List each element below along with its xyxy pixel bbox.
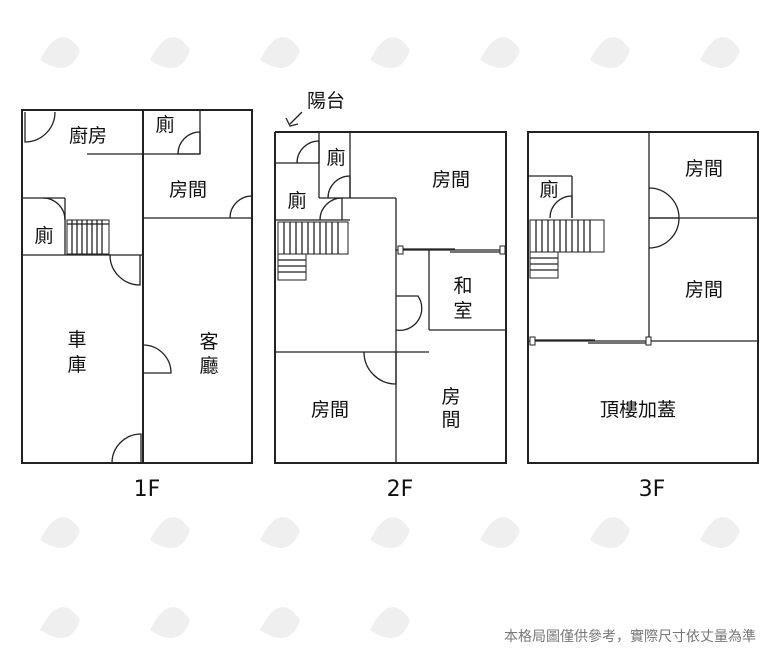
plan-3f: 廁 房間 房間 頂樓加蓋 3F bbox=[527, 131, 759, 502]
room-label-living-2: 廳 bbox=[199, 355, 218, 377]
stairs-1f bbox=[66, 219, 110, 255]
room-label-wc: 廁 bbox=[539, 178, 558, 201]
balcony-arrow-icon bbox=[285, 111, 303, 127]
floor-label-2f: 2F bbox=[387, 477, 414, 502]
room-label-wc-top: 廁 bbox=[155, 113, 174, 136]
room-label-rooftop: 頂樓加蓋 bbox=[600, 399, 676, 421]
room-label-washitsu-1: 和 bbox=[453, 275, 472, 297]
room-label-bedroom: 房間 bbox=[169, 179, 207, 201]
sliding-doors-2f bbox=[397, 245, 506, 255]
room-label-wc-b: 廁 bbox=[287, 189, 306, 212]
room-label-garage-1: 車 bbox=[67, 329, 86, 351]
disclaimer-text: 本格局圖僅供參考，實際尺寸依丈量為準 bbox=[504, 629, 756, 645]
room-label-living-1: 客 bbox=[199, 331, 218, 353]
room-label-garage-2: 庫 bbox=[67, 354, 86, 376]
doors-1f bbox=[24, 111, 253, 464]
room-label-wc-a: 廁 bbox=[326, 146, 345, 169]
stairs-3f bbox=[529, 219, 605, 279]
watermark-pattern bbox=[40, 37, 740, 638]
floor-label-1f: 1F bbox=[134, 477, 161, 502]
plan-2f: 陽台 廁 廁 房間 和 室 房間 房 間 2F bbox=[274, 90, 507, 502]
sliding-doors-3f bbox=[529, 336, 652, 346]
plan-2f-outline bbox=[274, 131, 507, 464]
plan-1f-outline bbox=[21, 109, 253, 464]
plan-1f: 廚房 廁 房間 廁 車 庫 客 廳 1F bbox=[21, 109, 253, 502]
room-label-bedroom-sw: 房間 bbox=[311, 399, 349, 421]
room-label-bedroom-se-1: 房 bbox=[441, 386, 460, 408]
room-label-wc-left: 廁 bbox=[34, 224, 53, 247]
doors-2f bbox=[296, 140, 423, 385]
room-label-bedroom-2: 房間 bbox=[685, 279, 723, 301]
room-label-bedroom-se-2: 間 bbox=[441, 409, 460, 431]
room-label-washitsu-2: 室 bbox=[453, 300, 472, 322]
doors-3f bbox=[549, 187, 680, 249]
plan-3f-outline bbox=[527, 131, 759, 464]
balcony-label: 陽台 bbox=[307, 90, 345, 112]
room-label-bedroom-ne: 房間 bbox=[432, 169, 470, 191]
floor-label-3f: 3F bbox=[639, 477, 666, 502]
stairs-2f bbox=[277, 221, 349, 281]
room-label-kitchen: 廚房 bbox=[69, 124, 107, 147]
room-label-bedroom-1: 房間 bbox=[685, 158, 723, 180]
